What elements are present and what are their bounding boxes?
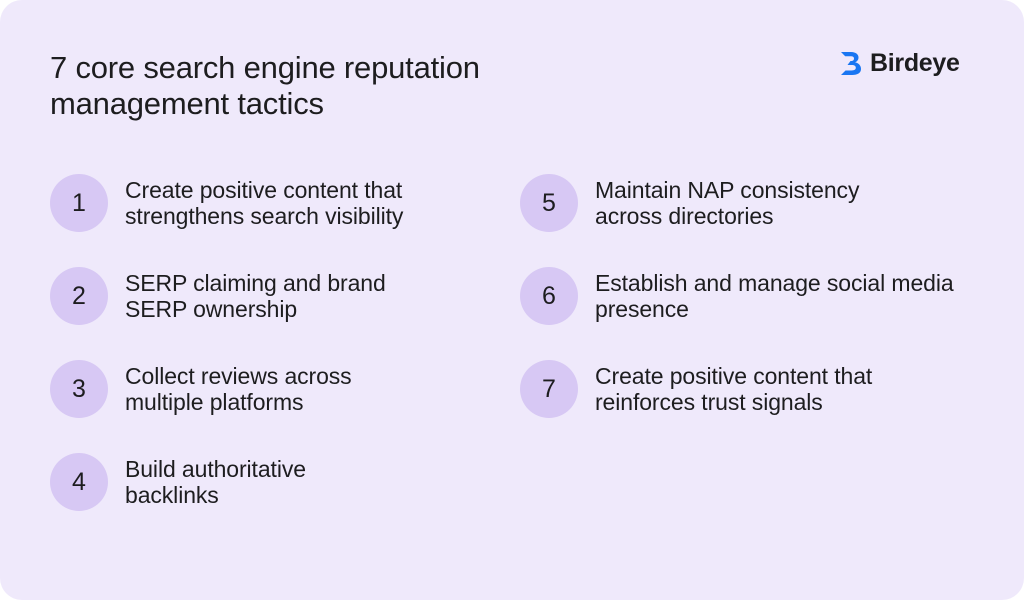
tactic-number: 6 — [520, 267, 578, 325]
tactic-item: 2 SERP claiming and brand SERP ownership — [50, 267, 490, 325]
tactic-item: 1 Create positive content that strengthe… — [50, 174, 490, 232]
tactic-text: Build authoritative backlinks — [125, 456, 306, 508]
page-title: 7 core search engine reputation manageme… — [50, 50, 480, 121]
brand-logo: Birdeye — [838, 46, 960, 80]
tactic-number: 5 — [520, 174, 578, 232]
tactic-item: 4 Build authoritative backlinks — [50, 453, 490, 511]
tactic-text: Maintain NAP consistency across director… — [595, 177, 860, 229]
tactic-number: 1 — [50, 174, 108, 232]
tactic-text: SERP claiming and brand SERP ownership — [125, 270, 386, 322]
tactic-number: 4 — [50, 453, 108, 511]
tactic-item: 3 Collect reviews across multiple platfo… — [50, 360, 490, 418]
tactic-item: 6 Establish and manage social media pres… — [520, 267, 960, 325]
tactic-item: 7 Create positive content that reinforce… — [520, 360, 960, 418]
tactic-text: Create positive content that strengthens… — [125, 177, 404, 229]
tactic-number: 2 — [50, 267, 108, 325]
tactic-item: 5 Maintain NAP consistency across direct… — [520, 174, 960, 232]
tactic-number: 7 — [520, 360, 578, 418]
tactic-number: 3 — [50, 360, 108, 418]
brand-name: Birdeye — [870, 48, 960, 77]
tactic-text: Create positive content that reinforces … — [595, 363, 873, 415]
tactic-text: Collect reviews across multiple platform… — [125, 363, 352, 415]
tactic-text: Establish and manage social media presen… — [595, 270, 954, 322]
birdeye-logo-icon — [841, 52, 861, 75]
